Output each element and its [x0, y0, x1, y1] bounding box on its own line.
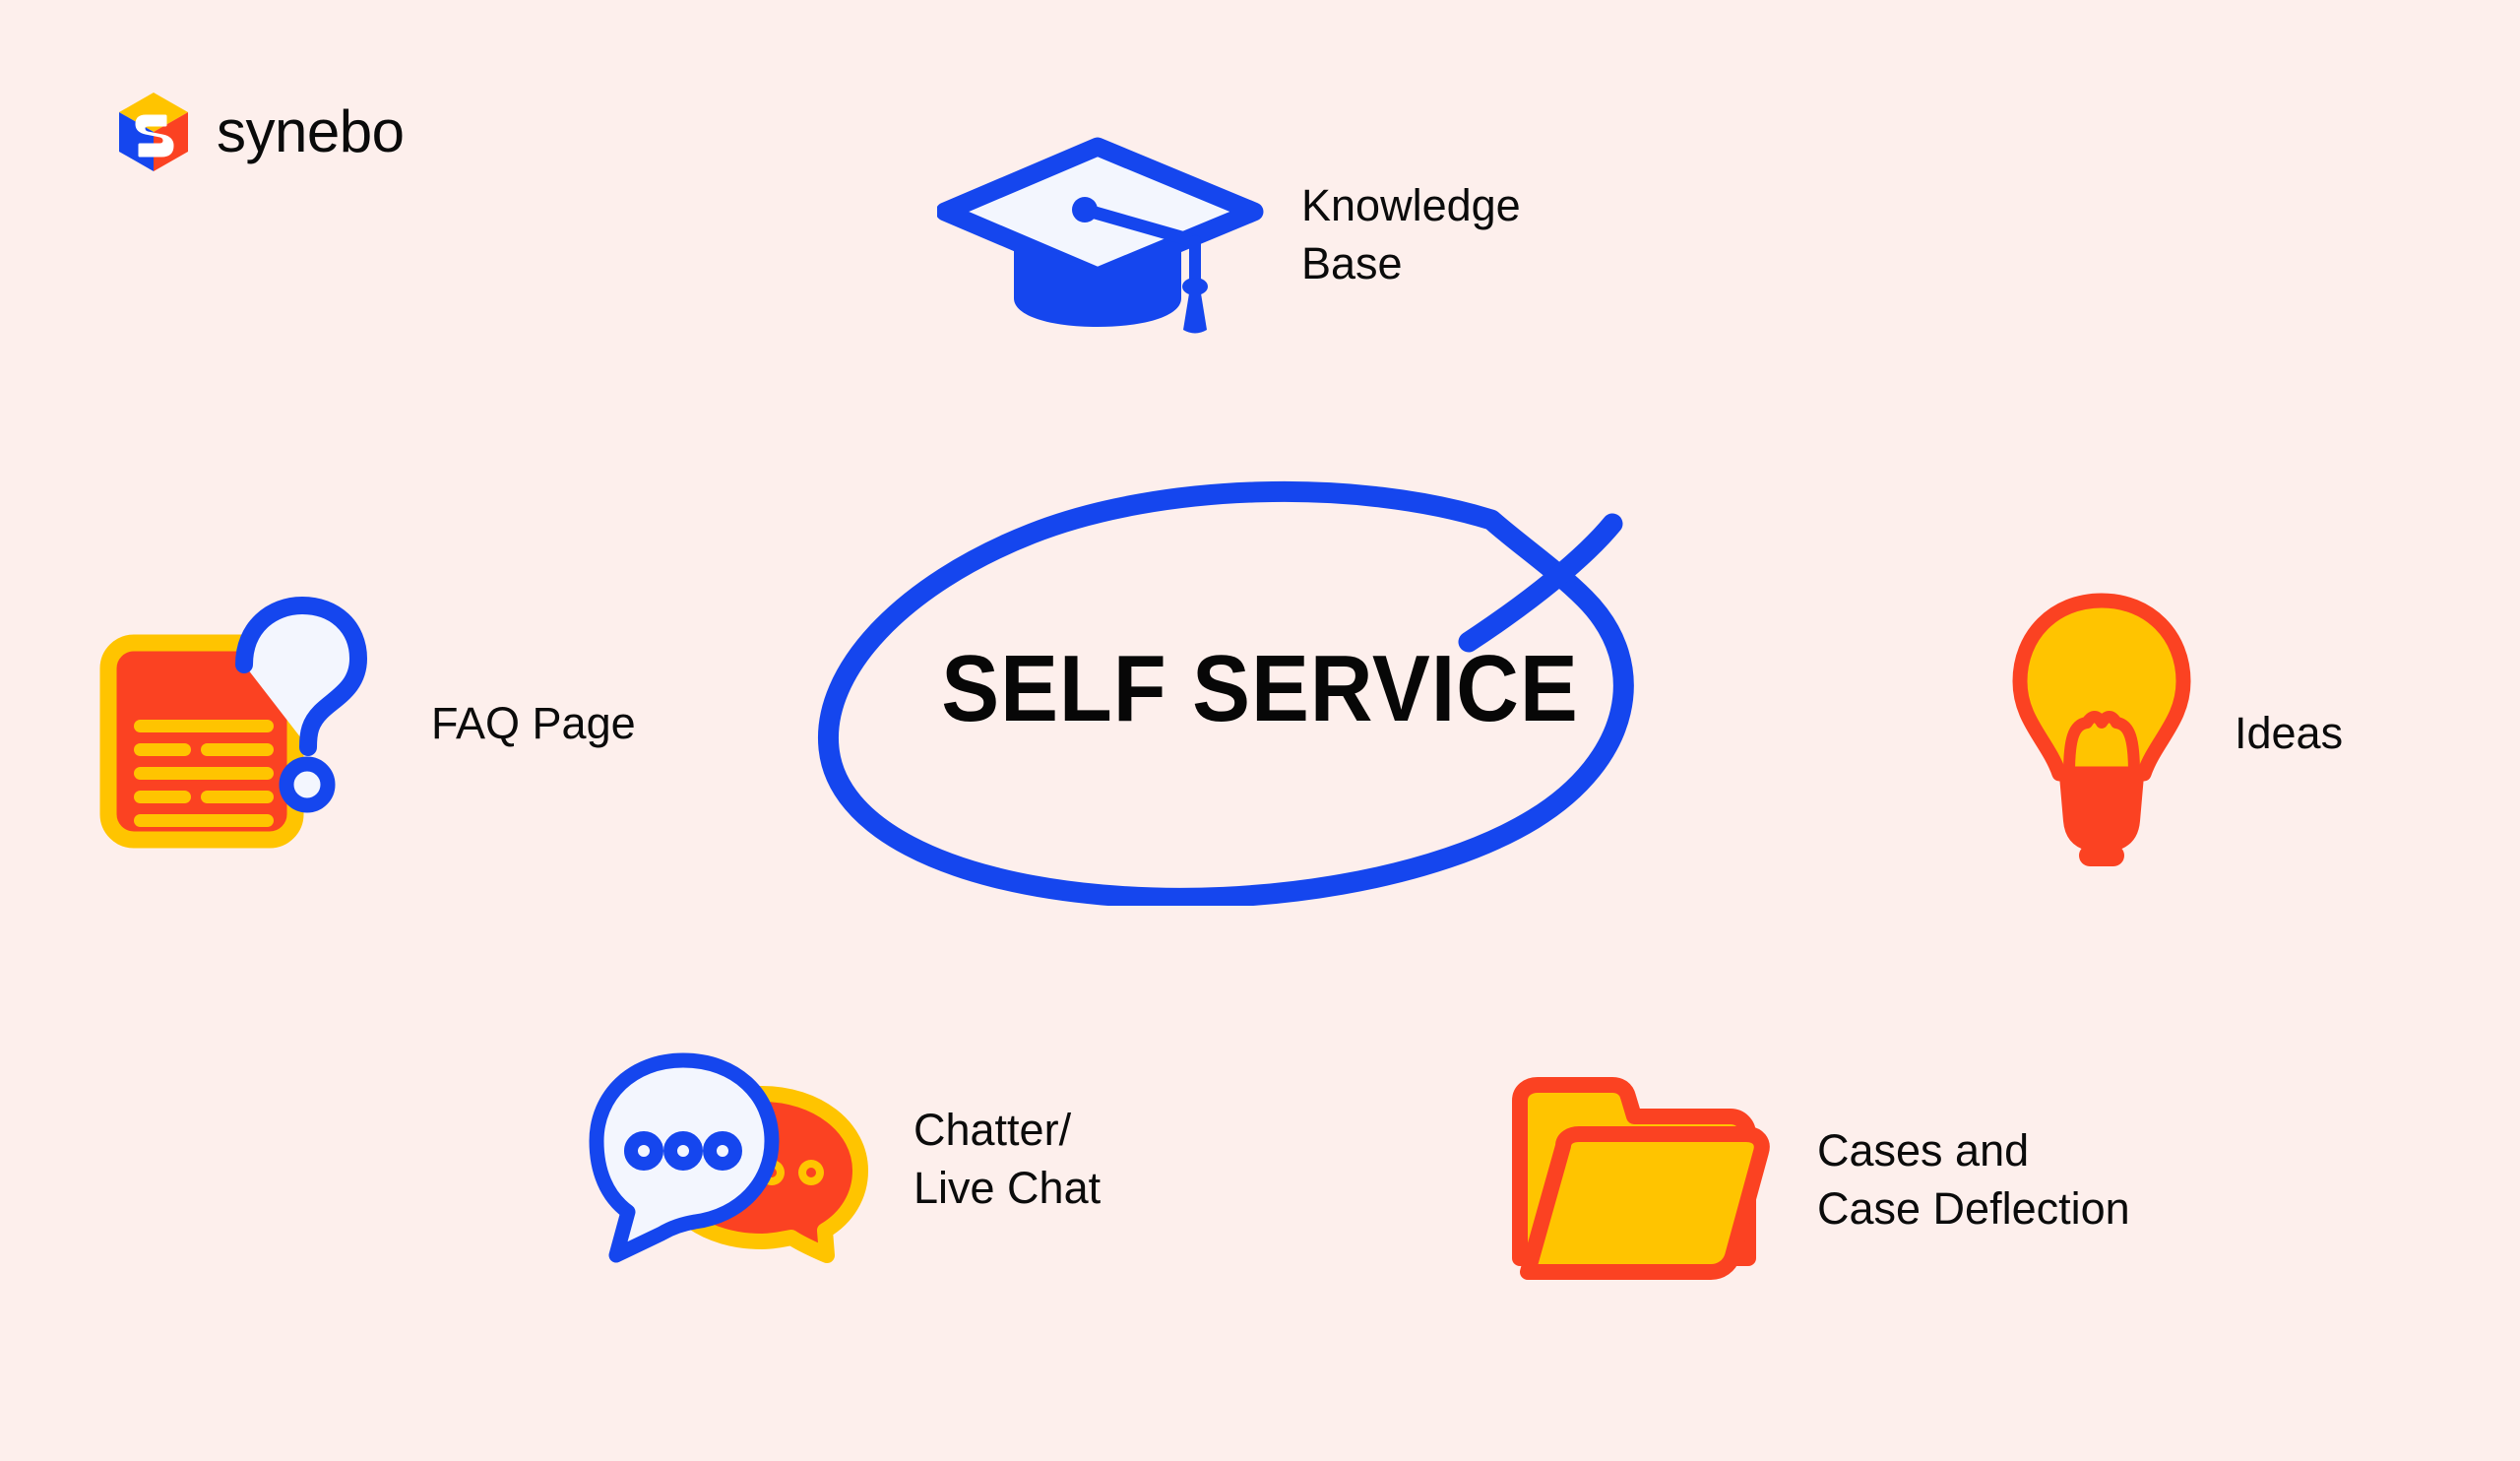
- brand-name: synebo: [217, 98, 405, 164]
- hand-drawn-ellipse-icon: [817, 480, 1634, 906]
- node-chatter-live-chat: Chatter/ Live Chat: [589, 1048, 1101, 1273]
- open-folder-icon: [1512, 1077, 1770, 1280]
- chat-bubbles-icon: [589, 1052, 868, 1263]
- node-ideas: Ideas: [2008, 591, 2343, 876]
- node-label-faq-page: FAQ Page: [431, 698, 636, 749]
- faq-document-question-icon: [99, 597, 367, 849]
- lightbulb-icon: [2012, 593, 2191, 866]
- node-knowledge-base: Knowledge Base: [937, 133, 1521, 342]
- brand-logo: synebo: [116, 91, 405, 173]
- graduation-cap-icon: [937, 137, 1264, 334]
- center-callout: SELF SERVICE: [807, 473, 1713, 906]
- node-label-ideas: Ideas: [2235, 708, 2344, 759]
- node-label-knowledge-base: Knowledge Base: [1301, 179, 1521, 288]
- node-label-chatter-live-chat: Chatter/ Live Chat: [914, 1104, 1102, 1213]
- center-title: SELF SERVICE: [941, 636, 1579, 741]
- node-cases-and-case-deflection: Cases and Case Deflection: [1506, 1073, 2130, 1292]
- node-faq-page: FAQ Page: [98, 596, 636, 852]
- synebo-hexagon-logo-icon: [119, 93, 188, 171]
- node-label-cases-and-case-deflection: Cases and Case Deflection: [1817, 1124, 2130, 1234]
